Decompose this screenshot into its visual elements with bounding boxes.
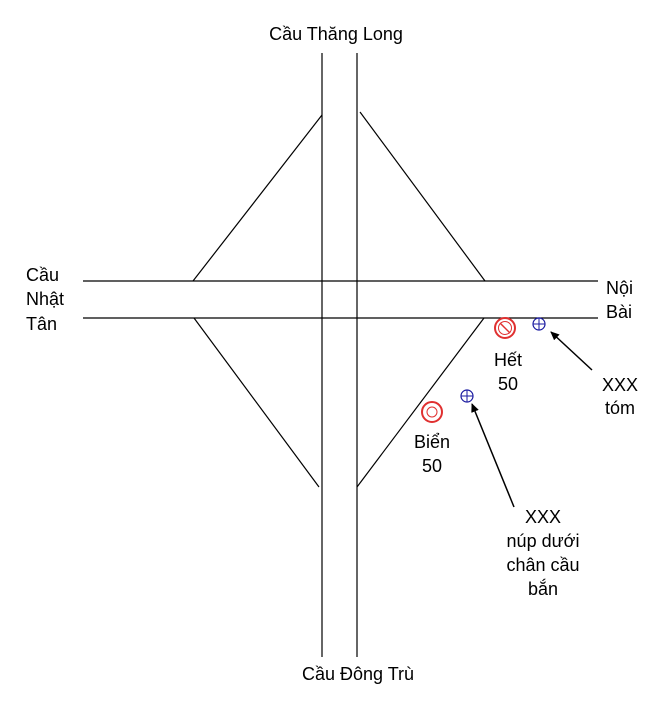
label-west-line-1: Cầu [26,265,59,285]
label-east-line-1: Nội [606,278,633,298]
end-sign-label-line-2: 50 [498,374,518,394]
ramp-southeast [356,317,485,488]
speed-sign-label-line-2: 50 [422,456,442,476]
no-entry-sign-icon [494,317,516,339]
arrow-icon [550,331,593,371]
hide-point-label-line-2: núp dưới [507,531,580,551]
hide-point-label-line-1: XXX [525,507,561,527]
arrow-icon [471,403,515,508]
ramp-southwest [193,317,320,488]
hide-point-label-line-4: bắn [528,578,558,599]
end-sign-label-line-1: Hết [494,350,522,370]
hide-point-label-line-3: chân cầu [506,555,579,575]
label-north: Cầu Thăng Long [269,24,403,44]
catch-point-label-line-1: XXX [602,375,638,395]
label-west-line-2: Nhật [26,289,64,309]
catch-point-label-line-2: tóm [605,398,635,418]
crosshair-circle-icon [460,389,474,403]
ramp-northwest [192,114,323,282]
speed-limit-sign-icon [421,401,443,423]
label-west-line-3: Tân [26,314,57,334]
ramp-northeast [359,111,486,282]
label-east-line-2: Bài [606,302,632,322]
speed-sign-label-line-1: Biển [414,432,450,452]
label-south: Cầu Đông Trù [302,664,414,684]
crosshair-circle-icon [532,317,546,331]
